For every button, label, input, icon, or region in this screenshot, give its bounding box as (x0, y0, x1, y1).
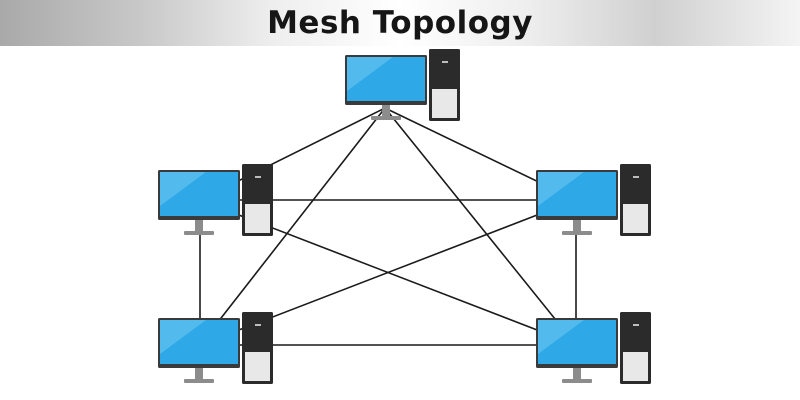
pc-tower-icon (620, 312, 651, 384)
node-bottom-left (158, 312, 273, 384)
monitor-screen (538, 320, 616, 364)
pc-tower-icon (242, 312, 273, 384)
tower-panel (245, 352, 270, 381)
monitor-screen (538, 172, 616, 216)
tower-panel (432, 89, 457, 118)
monitor-base (184, 231, 214, 235)
tower-panel (623, 352, 648, 381)
desktop-computer-icon (536, 170, 618, 235)
node-top (345, 49, 460, 121)
monitor-base (562, 231, 592, 235)
tower-drive-slot (255, 176, 261, 178)
screen-glare (347, 57, 393, 91)
screen-glare (160, 172, 206, 206)
tower-drive-slot (633, 176, 639, 178)
monitor-neck (195, 368, 203, 379)
monitor-neck (573, 368, 581, 379)
node-left (158, 164, 273, 236)
tower-drive-slot (442, 61, 448, 63)
desktop-computer-icon (158, 318, 240, 383)
nodes-layer (158, 49, 651, 384)
title-bar (0, 0, 800, 46)
screen-glare (160, 320, 206, 354)
pc-tower-icon (620, 164, 651, 236)
page-title: Mesh Topology (267, 5, 533, 41)
screen-glare (538, 320, 584, 354)
link-top-bottom-right (384, 107, 577, 346)
pc-tower-icon (429, 49, 460, 121)
monitor-base (184, 379, 214, 383)
monitor-neck (195, 220, 203, 231)
monitor-neck (573, 220, 581, 231)
monitor-screen (160, 172, 238, 216)
monitor-neck (382, 105, 390, 116)
monitor-base (371, 116, 401, 120)
desktop-computer-icon (536, 318, 618, 383)
node-right (536, 164, 651, 236)
tower-panel (623, 204, 648, 233)
tower-drive-slot (255, 324, 261, 326)
node-bottom-right (536, 312, 651, 384)
pc-tower-icon (242, 164, 273, 236)
monitor-screen (160, 320, 238, 364)
monitor-screen (347, 57, 425, 101)
monitor-base (562, 379, 592, 383)
desktop-computer-icon (158, 170, 240, 235)
desktop-computer-icon (345, 55, 427, 120)
tower-drive-slot (633, 324, 639, 326)
link-top-bottom-left (199, 107, 386, 346)
screen-glare (538, 172, 584, 206)
tower-panel (245, 204, 270, 233)
